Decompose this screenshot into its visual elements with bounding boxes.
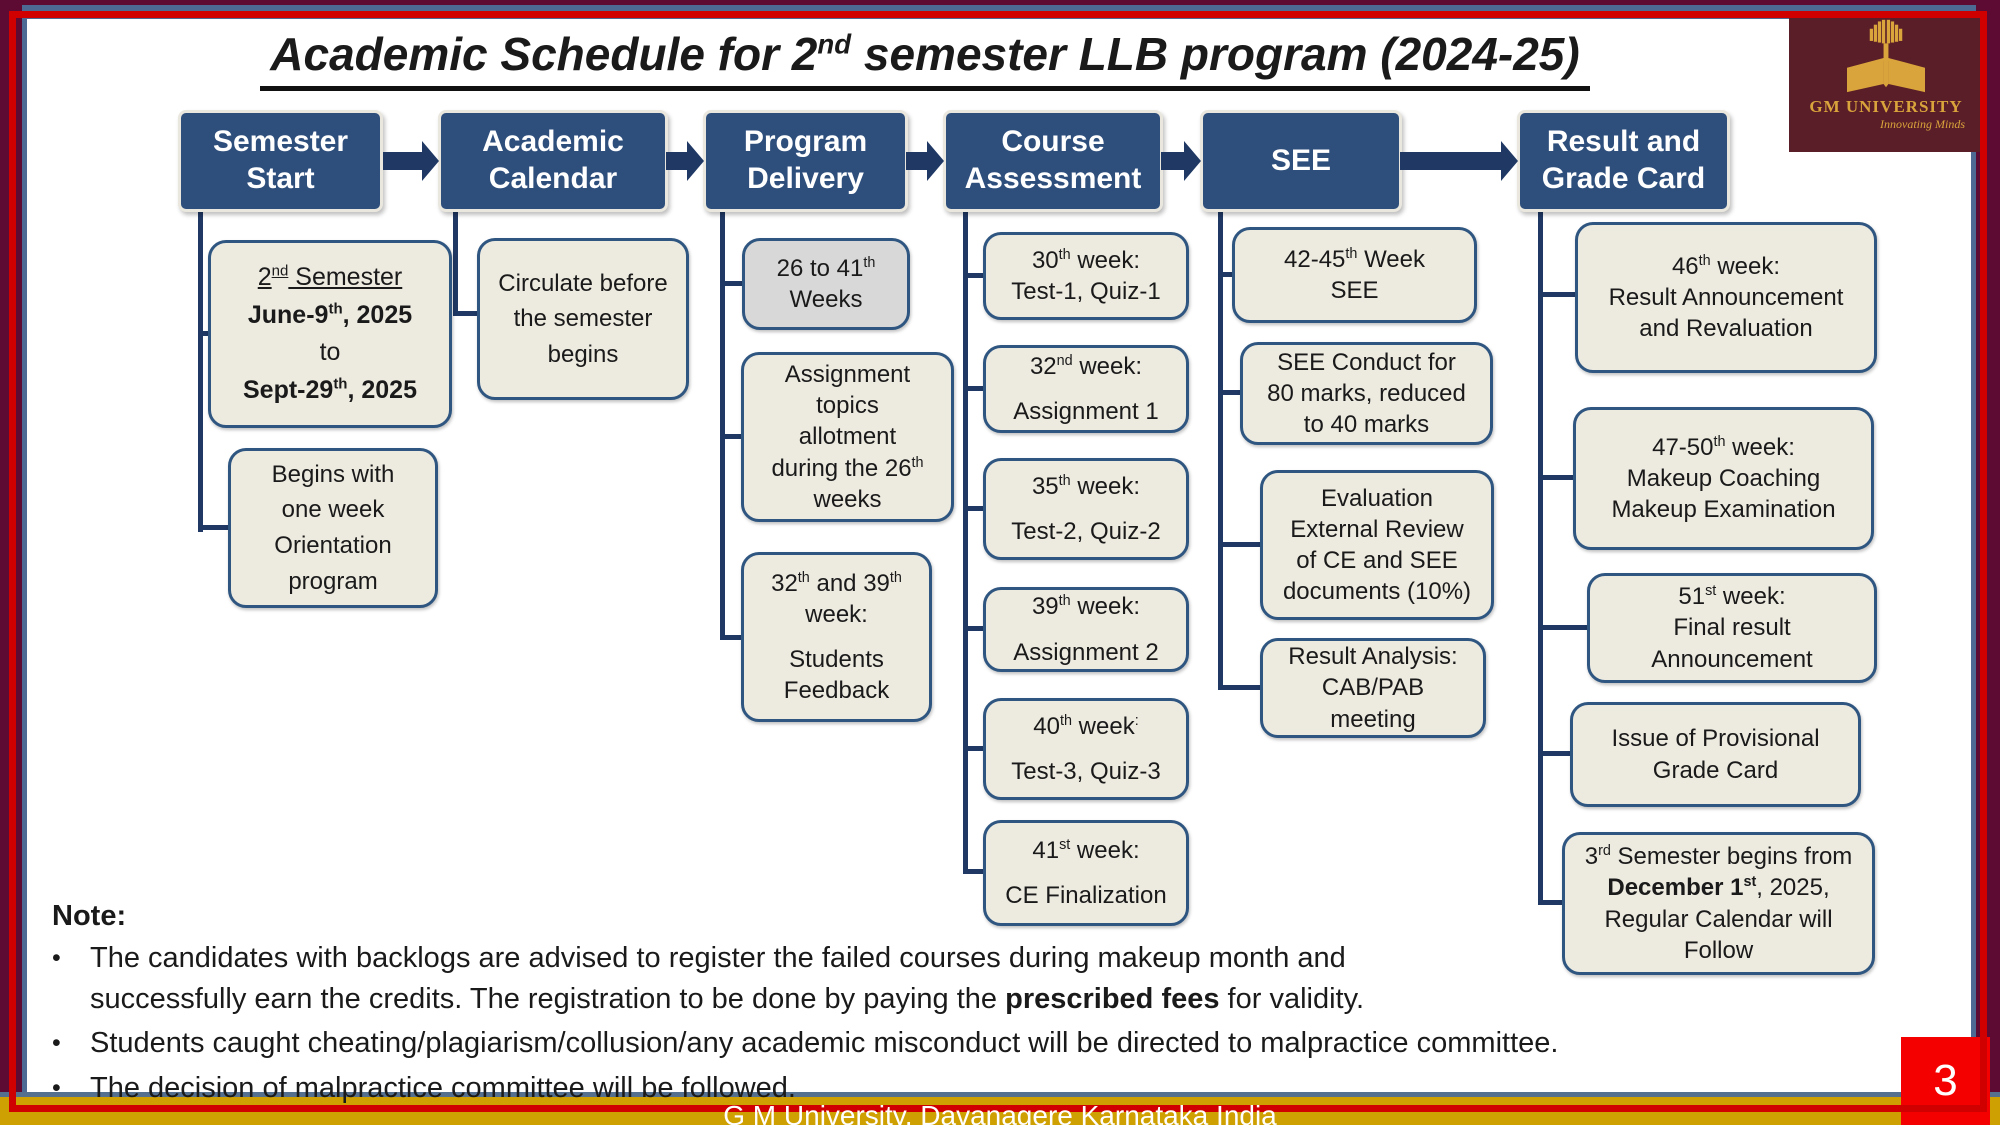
connector-line <box>720 212 725 640</box>
connector-line <box>963 869 987 874</box>
bullet-icon: • <box>52 1029 61 1058</box>
box-test3-quiz3: 40th week:Test-3, Quiz-3 <box>983 698 1189 800</box>
connector-line <box>963 386 987 391</box>
page-number: 3 <box>1933 1056 1958 1105</box>
flow-arrow-icon <box>666 138 704 184</box>
flow-arrow-icon <box>906 138 944 184</box>
connector-line <box>720 434 744 439</box>
connector-line <box>1538 212 1543 905</box>
logo-university-name: GM UNIVERSITY <box>1809 97 1963 116</box>
flow-header-result-grade-card: Result and Grade Card <box>1517 110 1730 212</box>
connector-line <box>963 506 987 511</box>
logo-emblem-icon <box>1847 19 1925 93</box>
note-bullet: • Students caught cheating/plagiarism/co… <box>52 1023 1692 1064</box>
page-title-text: Academic Schedule for 2nd semester LLB p… <box>260 28 1590 91</box>
connector-line <box>1218 542 1264 547</box>
connector-line <box>453 212 458 316</box>
box-ce-finalization: 41st week:CE Finalization <box>983 820 1189 926</box>
flow-header-see: SEE <box>1200 110 1402 212</box>
flow-arrow-icon <box>383 138 439 184</box>
box-assignment-1: 32nd week:Assignment 1 <box>983 345 1189 433</box>
note-bullet-text: Students caught cheating/plagiarism/coll… <box>90 1027 1559 1060</box>
connector-line <box>963 273 987 278</box>
inner-blue-top-strip <box>22 5 1976 19</box>
maroon-border-top <box>0 0 2000 5</box>
box-test2-quiz2: 35th week:Test-2, Quiz-2 <box>983 458 1189 560</box>
note-bullet: • The candidates with backlogs are advis… <box>52 938 1692 1020</box>
connector-line <box>1218 212 1223 690</box>
connector-line <box>1538 900 1566 905</box>
connector-line <box>1538 751 1574 756</box>
note-bullet: • The decision of malpractice committee … <box>52 1068 1692 1109</box>
page-title: Academic Schedule for 2nd semester LLB p… <box>185 28 1665 91</box>
connector-line <box>1218 685 1264 690</box>
connector-line <box>1538 475 1576 480</box>
bullet-icon: • <box>52 944 61 972</box>
note-bullets: • The candidates with backlogs are advis… <box>52 938 1692 1112</box>
connector-line <box>1538 292 1578 297</box>
flow-header-academic-calendar: Academic Calendar <box>438 110 668 212</box>
connector-line <box>963 626 987 631</box>
connector-line <box>198 212 203 532</box>
connector-line <box>720 635 745 640</box>
connector-line <box>1218 272 1236 277</box>
bullet-icon: • <box>52 1073 61 1102</box>
connector-line <box>453 311 481 316</box>
connector-line <box>720 281 746 286</box>
flow-header-program-delivery: Program Delivery <box>703 110 908 212</box>
connector-line <box>198 331 212 336</box>
box-test1-quiz1: 30th week:Test-1, Quiz-1 <box>983 232 1189 320</box>
connector-line <box>1218 390 1244 395</box>
footer-text: G M University, Davanagere Karnataka Ind… <box>723 1100 1277 1125</box>
flow-header-course-assessment: Course Assessment <box>943 110 1163 212</box>
note-bullet-text: The candidates with backlogs are advised… <box>90 942 1365 1016</box>
flow-header-semester-start: Semester Start <box>178 110 383 212</box>
maroon-border-right <box>1976 0 2000 1102</box>
box-assignment-2: 39th week:Assignment 2 <box>983 587 1189 672</box>
note-heading: Note: <box>52 900 127 932</box>
maroon-border-left <box>0 0 22 1102</box>
note-bullet-text: The decision of malpractice committee wi… <box>90 1071 796 1104</box>
flow-arrow-icon <box>1400 138 1518 184</box>
gm-university-logo: GM UNIVERSITY Innovating Minds <box>1789 15 1983 152</box>
connector-line <box>198 525 232 530</box>
connector-line <box>1538 625 1590 630</box>
connector-line <box>963 746 987 751</box>
logo-tagline: Innovating Minds <box>1880 117 1965 131</box>
flow-arrow-icon <box>1161 138 1201 184</box>
connector-line <box>963 212 968 874</box>
